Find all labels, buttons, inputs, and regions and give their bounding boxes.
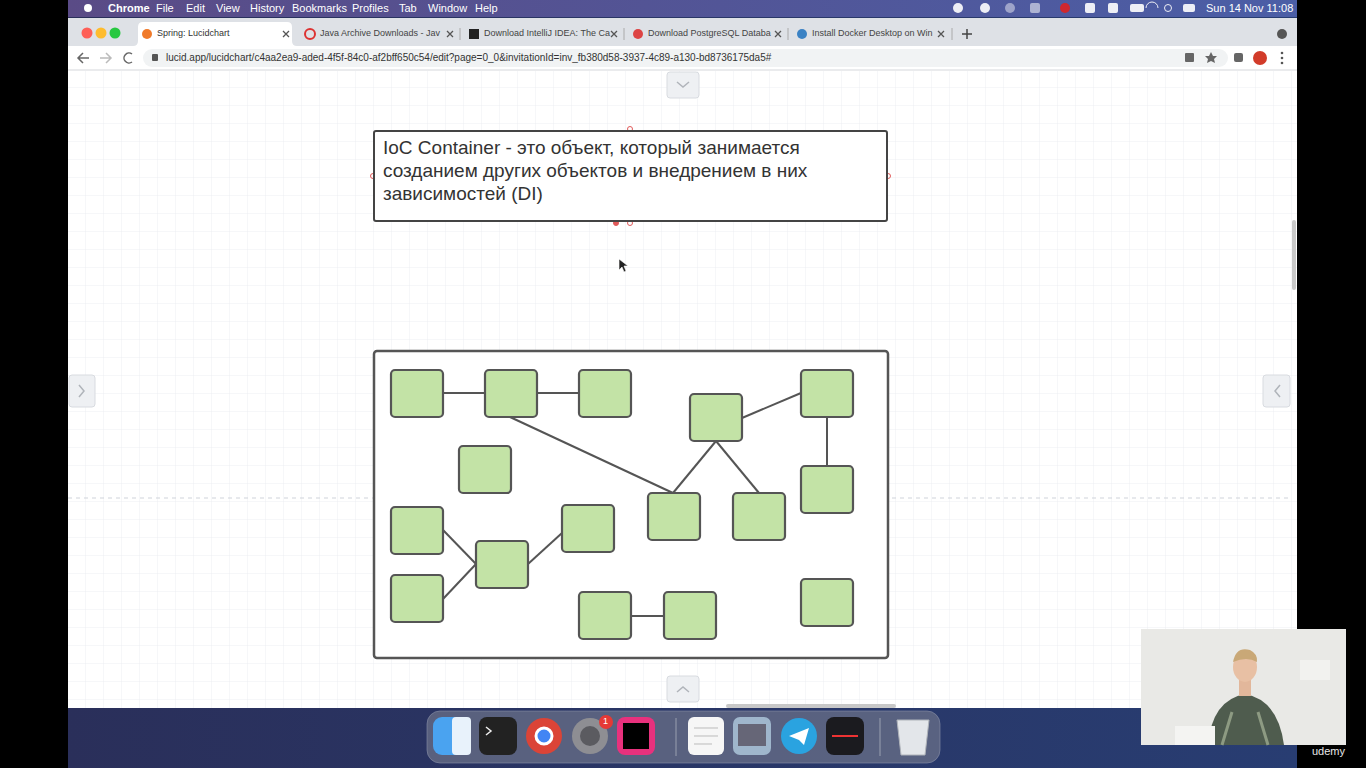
menu-item: File [156, 2, 174, 15]
watermark: udemy [1312, 745, 1345, 758]
tab-title: Java Archive Downloads - Jav [320, 28, 440, 39]
menu-item: View [216, 2, 240, 15]
status-icons [953, 2, 1195, 13]
menu-item: Profiles [352, 2, 389, 15]
nav-buttons [78, 53, 132, 63]
tab-title: Install Docker Desktop on Win [812, 28, 933, 39]
tab-strip [68, 18, 1297, 46]
browser-window [68, 18, 1297, 708]
menu-item: History [250, 2, 284, 15]
mouse-cursor [619, 259, 628, 272]
menu-item: Chrome [108, 2, 150, 15]
omnibox [143, 49, 1228, 67]
presenter-video [1141, 629, 1346, 745]
selection-handles [371, 127, 891, 226]
menu-item: Edit [186, 2, 205, 15]
menu-item: Window [428, 2, 467, 15]
address-url: lucid.app/lucidchart/c4aa2ea9-aded-4f5f-… [166, 52, 771, 64]
apple-logo [84, 4, 92, 12]
desktop [68, 0, 1297, 768]
text-box: IoC Container - это объект, который зани… [373, 130, 888, 222]
dock [427, 711, 940, 763]
clock: Sun 14 Nov 11:08 [1206, 2, 1293, 15]
container-illustration [374, 351, 888, 658]
active-tab [133, 22, 297, 46]
menu-bar [68, 0, 1297, 17]
tab-title: Download IntelliJ IDEA: The Ca [484, 28, 610, 39]
menu-item: Tab [399, 2, 417, 15]
menu-item: Help [475, 2, 498, 15]
node-text: IoC Container - это объект, который зани… [383, 136, 876, 205]
tab-title: Spring: Lucidchart [157, 28, 230, 39]
tab-icon [142, 29, 152, 39]
menu-item: Bookmarks [292, 2, 347, 15]
canvas-grid [68, 71, 1297, 708]
badge-count: 1 [603, 716, 608, 727]
tab-title: Download PostgreSQL Databa [648, 28, 771, 39]
